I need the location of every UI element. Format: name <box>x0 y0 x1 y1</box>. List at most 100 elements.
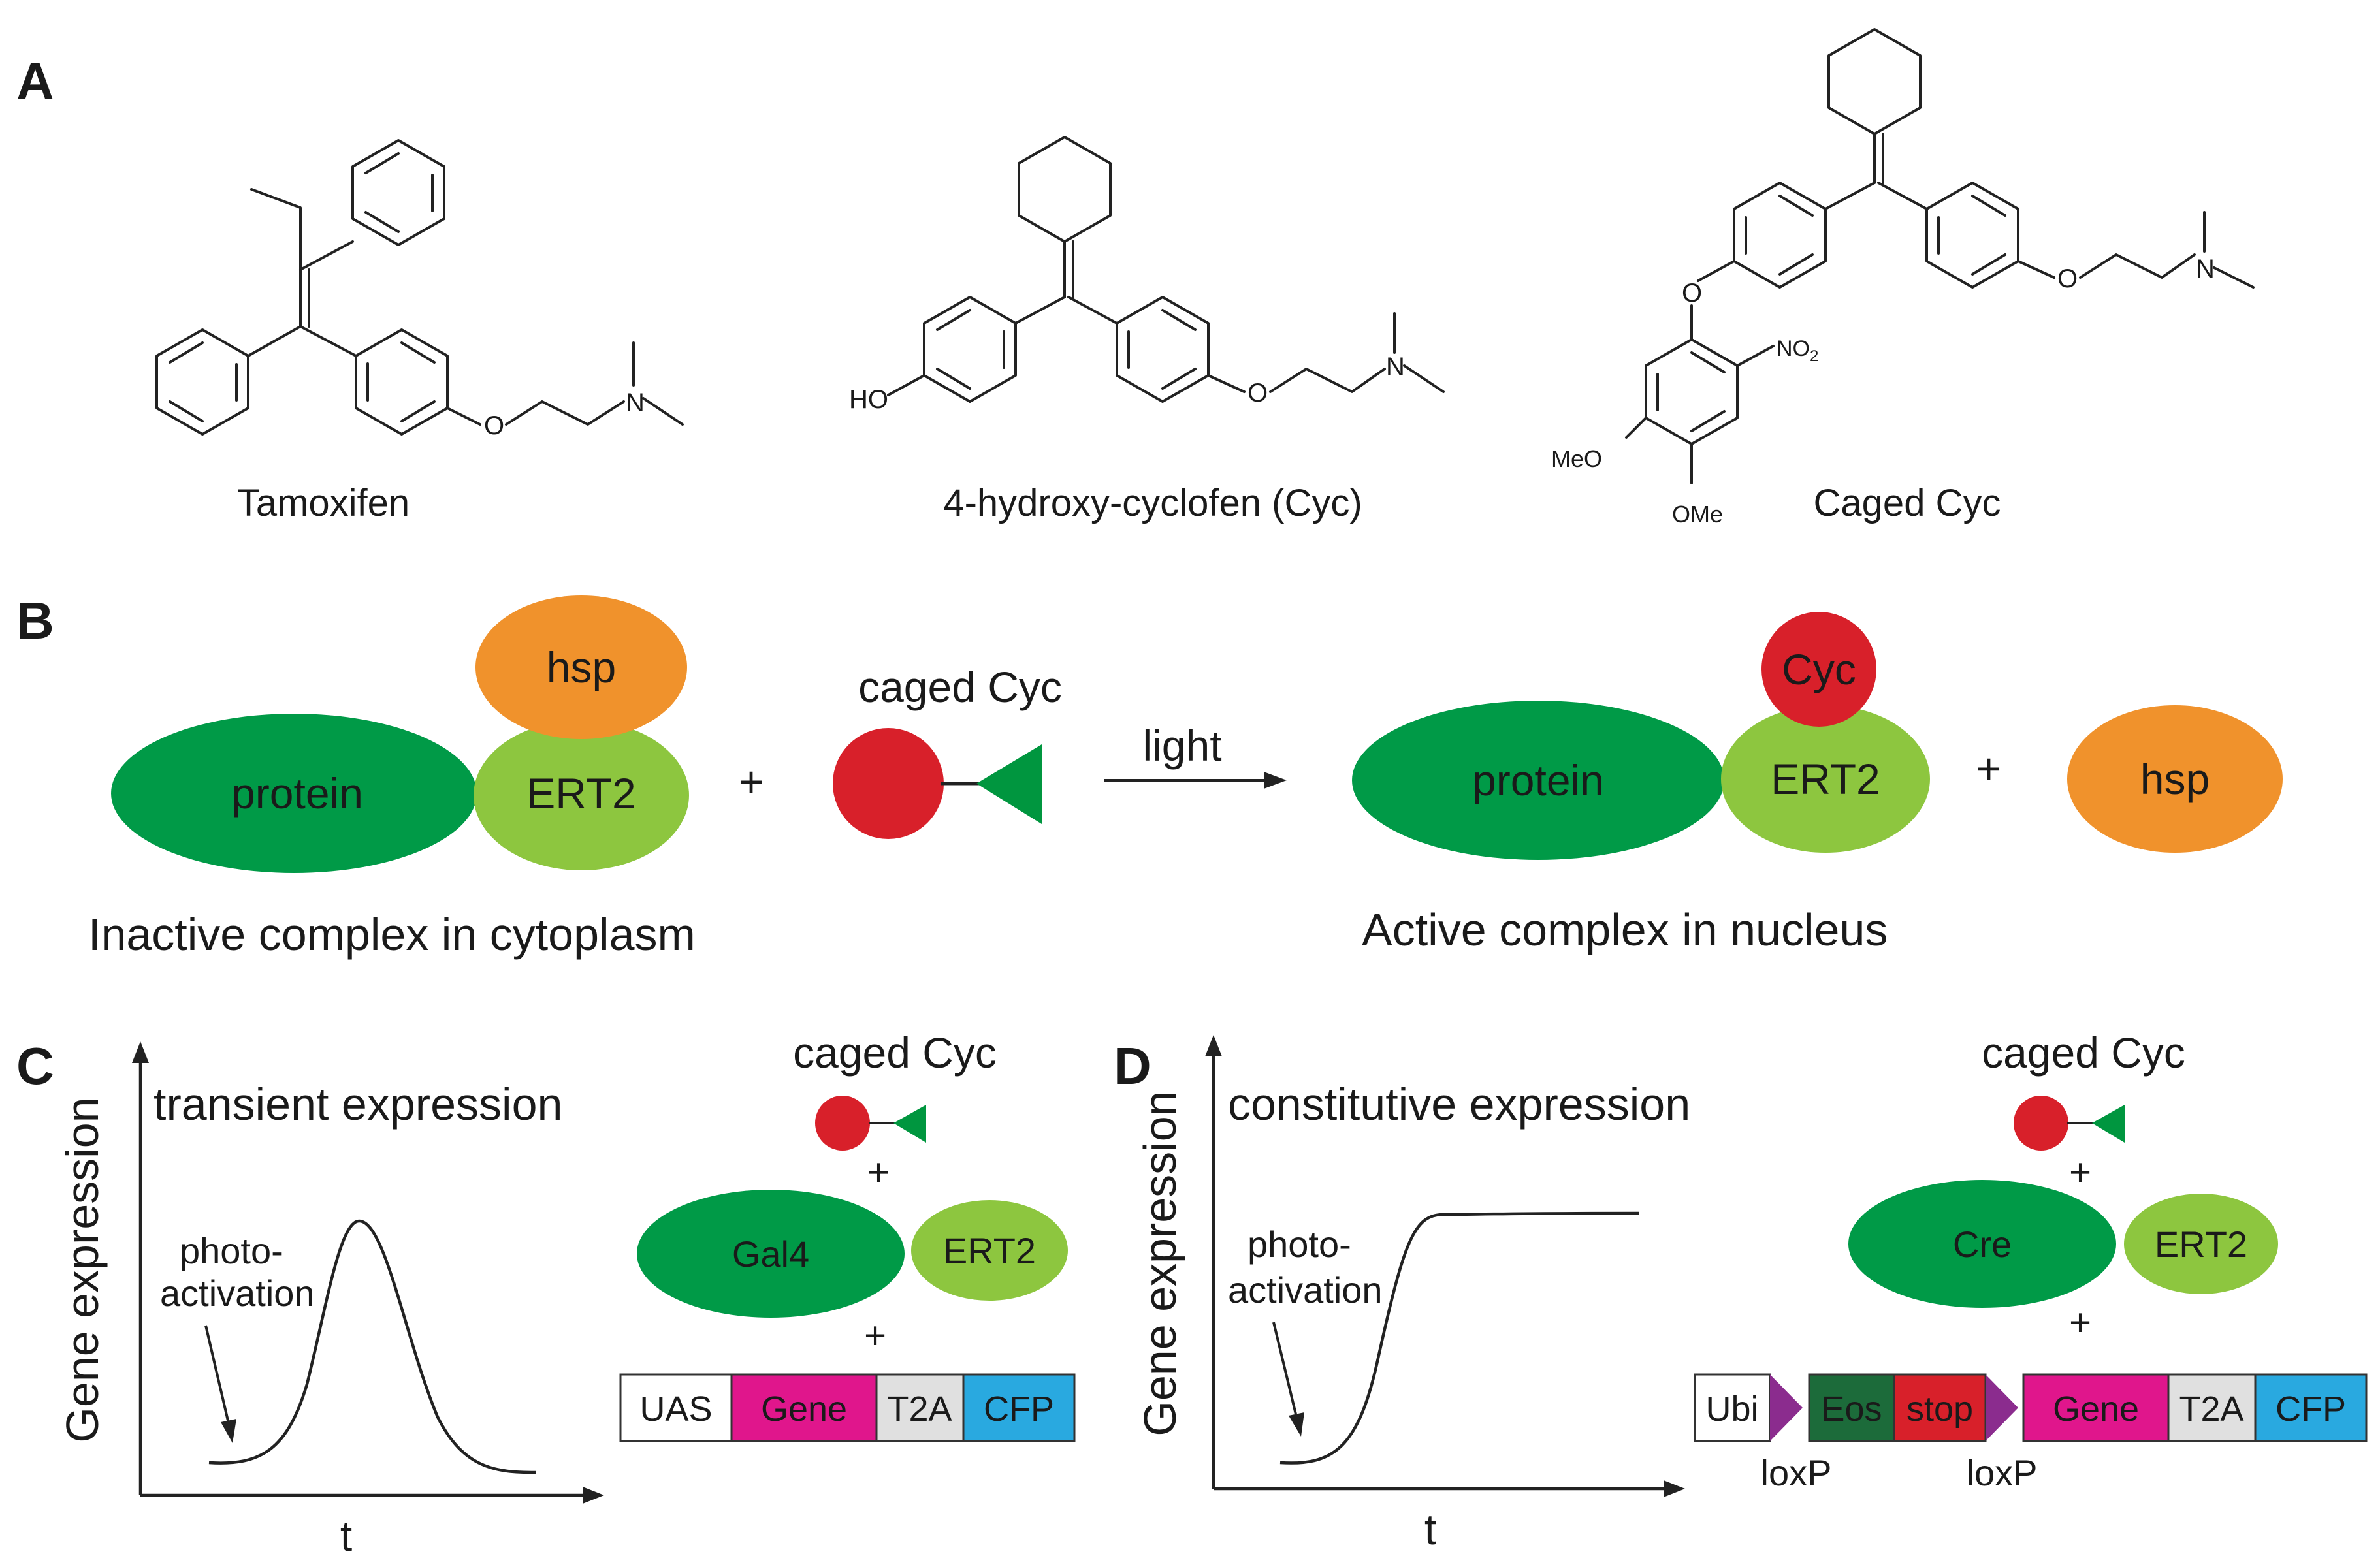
d-box-eos-label: Eos <box>1821 1389 1882 1429</box>
d-box-stop <box>1893 1373 1987 1442</box>
hsp-ellipse-free <box>2067 705 2283 853</box>
c-box-gene <box>730 1373 878 1442</box>
ert2-label-right: ERT2 <box>1771 755 1880 803</box>
d-cage-triangle <box>2092 1105 2125 1143</box>
caged-cyc-meo-atom: MeO <box>1551 445 1602 472</box>
cage-triangle-b <box>976 744 1042 824</box>
c-cage-triangle <box>893 1105 926 1143</box>
d-loxp-label-2: loxP <box>1967 1452 2038 1493</box>
caged-cyc-inner-bonds <box>1656 195 2006 432</box>
panel-label-c: C <box>16 1037 54 1095</box>
c-annotation-activation: activation <box>160 1273 315 1314</box>
d-annotation-photo: photo- <box>1247 1224 1351 1265</box>
cyclofen-o-atom: O <box>1247 379 1268 407</box>
ert2-ellipse-right <box>1721 705 1930 853</box>
panel-label-a: A <box>16 52 54 110</box>
cyclofen-structure <box>887 136 1445 403</box>
panel-c: C Gene expression t transient expression… <box>16 1028 1076 1556</box>
light-arrow-head <box>1264 772 1287 789</box>
d-y-axis-arrow <box>1205 1035 1222 1056</box>
ert2-ellipse-left <box>474 720 689 870</box>
d-box-t2a-label: T2A <box>2179 1389 2243 1429</box>
caged-cyc-label-b: caged Cyc <box>858 663 1062 711</box>
c-title: transient expression <box>153 1079 562 1130</box>
tamoxifen-structure <box>155 139 684 436</box>
tamoxifen-label: Tamoxifen <box>237 482 410 524</box>
c-construct: UAS Gene T2A CFP <box>619 1373 1076 1442</box>
d-ert2-ellipse <box>2124 1194 2278 1294</box>
c-gal4-label: Gal4 <box>732 1233 809 1275</box>
protein-ellipse-left <box>111 714 477 873</box>
d-box-cfp-label: CFP <box>2275 1389 2346 1429</box>
d-ylabel: Gene expression <box>1134 1090 1185 1436</box>
caged-cyc-o2-atom: O <box>2057 264 2078 293</box>
caption-active: Active complex in nucleus <box>1362 904 1888 955</box>
d-construct: Ubi Eos stop Gene T2A CFP loxP loxP <box>1694 1373 2368 1493</box>
protein-label-left: protein <box>231 769 363 818</box>
d-loxp-2 <box>1986 1374 2018 1441</box>
c-box-t2a <box>875 1373 965 1442</box>
panel-b: B protein ERT2 hsp Inactive complex in c… <box>16 592 2283 960</box>
caged-cyc-structure <box>1625 28 2255 484</box>
caption-inactive: Inactive complex in cytoplasm <box>88 909 696 960</box>
d-xlabel: t <box>1424 1505 1436 1553</box>
c-box-cfp <box>962 1373 1076 1442</box>
c-annotation-photo: photo- <box>180 1230 283 1271</box>
hsp-label-left: hsp <box>547 643 616 691</box>
panel-label-b: B <box>16 592 54 650</box>
cyclofen-n-atom: N <box>1386 353 1405 381</box>
d-annotation-arrow-head <box>1289 1412 1304 1437</box>
c-box-uas-label: UAS <box>639 1389 712 1429</box>
d-loxp-label-1: loxP <box>1761 1452 1832 1493</box>
c-xlabel: t <box>340 1512 352 1556</box>
panel-a: A <box>16 28 2255 528</box>
c-plus-1: + <box>867 1151 890 1194</box>
d-cre-label: Cre <box>1953 1224 2012 1265</box>
caged-cyc-o1-atom: O <box>1682 279 1702 308</box>
protein-label-right: protein <box>1472 756 1604 804</box>
d-annotation-arrow-shaft <box>1272 1322 1298 1418</box>
d-title: constitutive expression <box>1228 1079 1690 1130</box>
caged-cyc-nitro-atom: NO2 <box>1777 336 1818 365</box>
d-plus-1: + <box>2069 1151 2091 1194</box>
d-box-ubi-label: Ubi <box>1705 1389 1758 1429</box>
cyclofen-ho-atom: HO <box>849 385 888 414</box>
c-box-t2a-label: T2A <box>887 1389 952 1429</box>
cyc-label-right: Cyc <box>1782 645 1856 693</box>
d-plus-2: + <box>2069 1301 2091 1344</box>
d-x-axis-arrow <box>1664 1480 1685 1497</box>
d-cre-ellipse <box>1848 1180 2116 1308</box>
d-ert2-label: ERT2 <box>2155 1224 2247 1265</box>
panel-d: D Gene expression t constitutive express… <box>1114 1028 2368 1553</box>
ert2-label-left: ERT2 <box>526 769 636 818</box>
c-caged-label: caged Cyc <box>793 1028 997 1077</box>
plus-b-2: + <box>1976 744 2002 793</box>
tamoxifen-o-atom: O <box>484 411 504 440</box>
d-box-ubi <box>1694 1373 1771 1442</box>
d-annotation-activation: activation <box>1228 1269 1383 1310</box>
protein-ellipse-right <box>1352 701 1724 860</box>
d-cyc-circle <box>2014 1096 2068 1151</box>
c-box-cfp-label: CFP <box>984 1389 1054 1429</box>
d-box-stop-label: stop <box>1906 1389 1973 1429</box>
hsp-label-free: hsp <box>2140 755 2210 803</box>
caged-cyc-label: Caged Cyc <box>1814 482 2001 524</box>
d-box-cfp <box>2254 1373 2368 1442</box>
c-ert2-ellipse <box>911 1200 1068 1301</box>
c-plus-2: + <box>864 1314 886 1357</box>
cyclofen-label: 4-hydroxy-cyclofen (Cyc) <box>943 482 1362 524</box>
hsp-ellipse-left <box>475 595 687 739</box>
panel-label-d: D <box>1114 1037 1151 1095</box>
c-gal4-ellipse <box>637 1190 905 1318</box>
c-box-gene-label: Gene <box>761 1389 847 1429</box>
cyc-circle-b <box>833 728 944 839</box>
c-y-axis-arrow <box>132 1041 149 1063</box>
d-box-eos <box>1808 1373 1895 1442</box>
cyclofen-inner-bonds <box>936 309 1197 390</box>
caged-cyc-ome-atom: OMe <box>1672 501 1723 528</box>
c-ert2-label: ERT2 <box>943 1230 1036 1271</box>
c-annotation-arrow-head <box>221 1419 236 1443</box>
c-x-axis-arrow <box>583 1487 604 1504</box>
d-caged-label: caged Cyc <box>1982 1028 2185 1077</box>
